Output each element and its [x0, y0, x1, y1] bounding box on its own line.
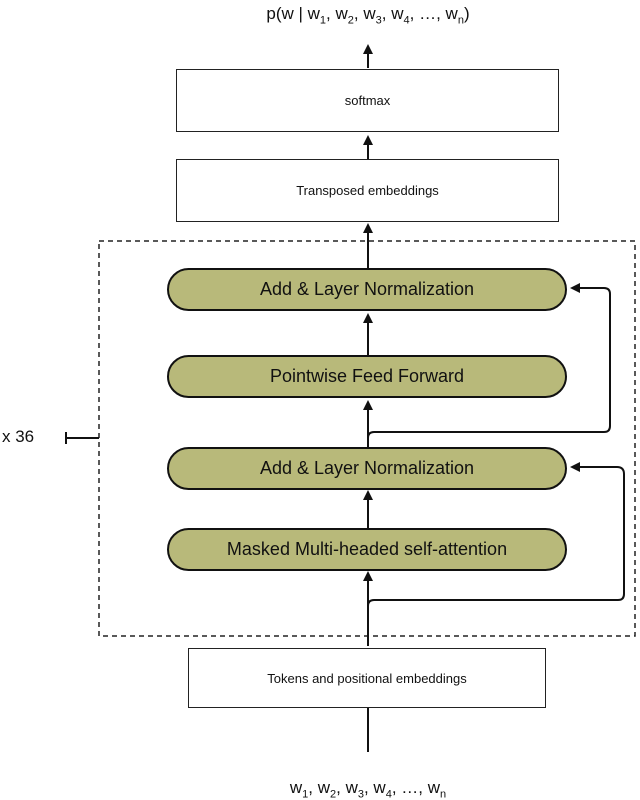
input-tokens-label: w1, w2, w3, w4, …, wn: [289, 778, 447, 800]
repeat-count-label: x 36: [2, 427, 35, 446]
transposed-embeddings-box: Transposed embeddings: [176, 159, 559, 222]
input-token: w1: [289, 778, 309, 800]
pointwise-feed-forward: Pointwise Feed Forward: [167, 355, 567, 398]
tokens-positional-embeddings-box: Tokens and positional embeddings: [188, 648, 546, 708]
output-token: …: [419, 4, 437, 23]
input-token: …: [401, 778, 419, 797]
softmax-box: softmax: [176, 69, 559, 132]
input-token: w3: [345, 778, 364, 800]
add-layer-norm-bottom: Add & Layer Normalization: [167, 447, 567, 490]
output-token: w4: [391, 4, 410, 27]
residual-connection-lower: [367, 462, 625, 616]
output-token: w3: [363, 4, 382, 27]
masked-self-attention: Masked Multi-headed self-attention: [167, 528, 567, 571]
residual-connection-upper: [367, 283, 611, 439]
add-layer-norm-top: Add & Layer Normalization: [167, 268, 567, 311]
output-token: w1: [307, 4, 327, 27]
input-token: w4: [373, 778, 392, 800]
input-token: w2: [317, 778, 337, 800]
output-token: wn: [445, 4, 464, 27]
input-token: wn: [427, 778, 447, 800]
output-token: w2: [335, 4, 354, 27]
output-probability-label: p(w | w1, w2, w3, w4, …, wn): [266, 4, 470, 27]
